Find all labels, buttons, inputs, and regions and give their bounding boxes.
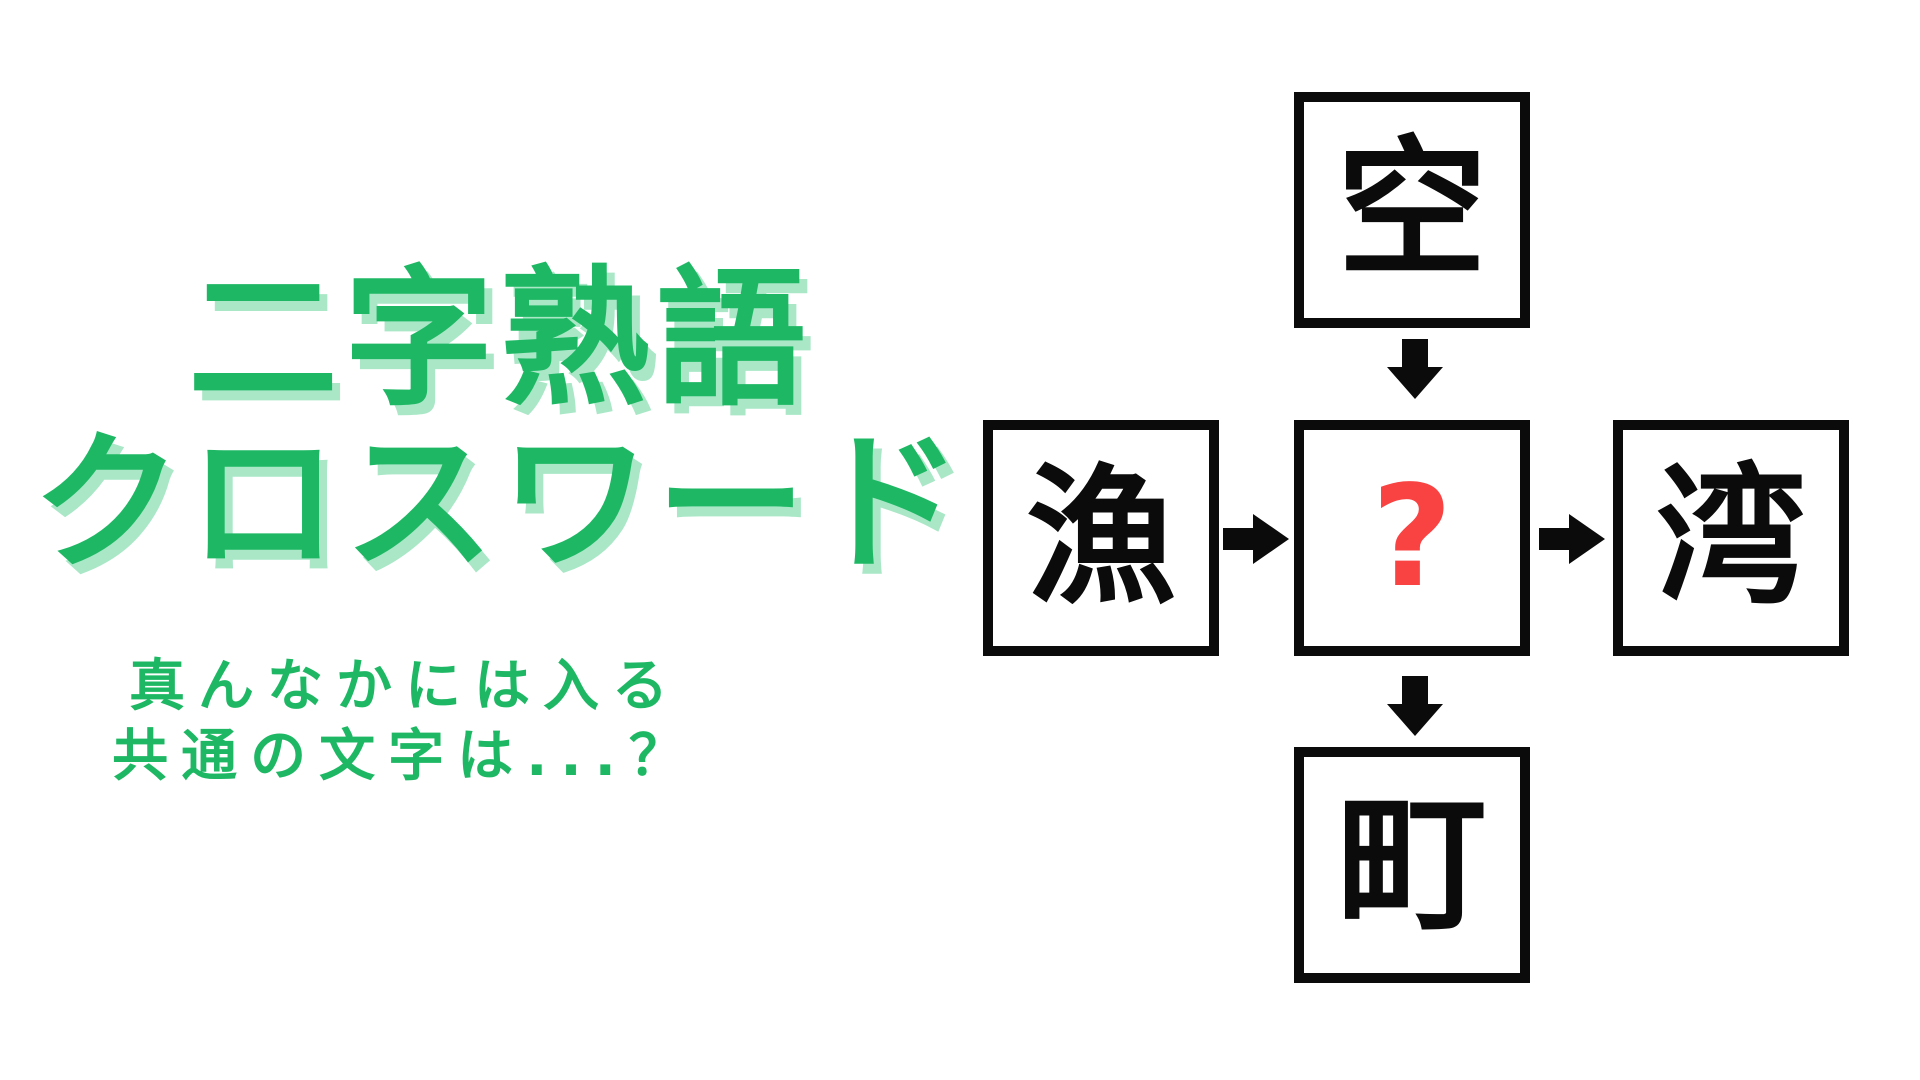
arrow-right-icon bbox=[1539, 511, 1607, 567]
arrow-down-icon bbox=[1383, 339, 1447, 401]
arrow-down-icon bbox=[1383, 676, 1447, 738]
kanji-cell-right: 湾 bbox=[1613, 420, 1849, 656]
arrow-right-icon bbox=[1223, 511, 1291, 567]
main-title: 二字熟語 クロスワード bbox=[15, 258, 985, 586]
kanji-cell-left: 漁 bbox=[983, 420, 1219, 656]
kanji-cell-top: 空 bbox=[1294, 92, 1530, 328]
question-mark: ? bbox=[1371, 456, 1453, 619]
kanji-cell-center-question: ? bbox=[1294, 420, 1530, 656]
kanji-top: 空 bbox=[1336, 123, 1487, 297]
title-line-2: クロスワード bbox=[31, 417, 968, 591]
subtitle: 真んなかには入る 共通の文字は...？ bbox=[0, 652, 810, 792]
title-line-1: 二字熟語 bbox=[187, 253, 812, 427]
kanji-cell-bottom: 町 bbox=[1294, 747, 1530, 983]
subtitle-line-1: 真んなかには入る bbox=[129, 654, 681, 719]
kanji-right: 湾 bbox=[1655, 451, 1806, 625]
subtitle-line-2: 共通の文字は...？ bbox=[112, 724, 698, 789]
kanji-bottom: 町 bbox=[1336, 778, 1487, 952]
kanji-left: 漁 bbox=[1025, 451, 1176, 625]
